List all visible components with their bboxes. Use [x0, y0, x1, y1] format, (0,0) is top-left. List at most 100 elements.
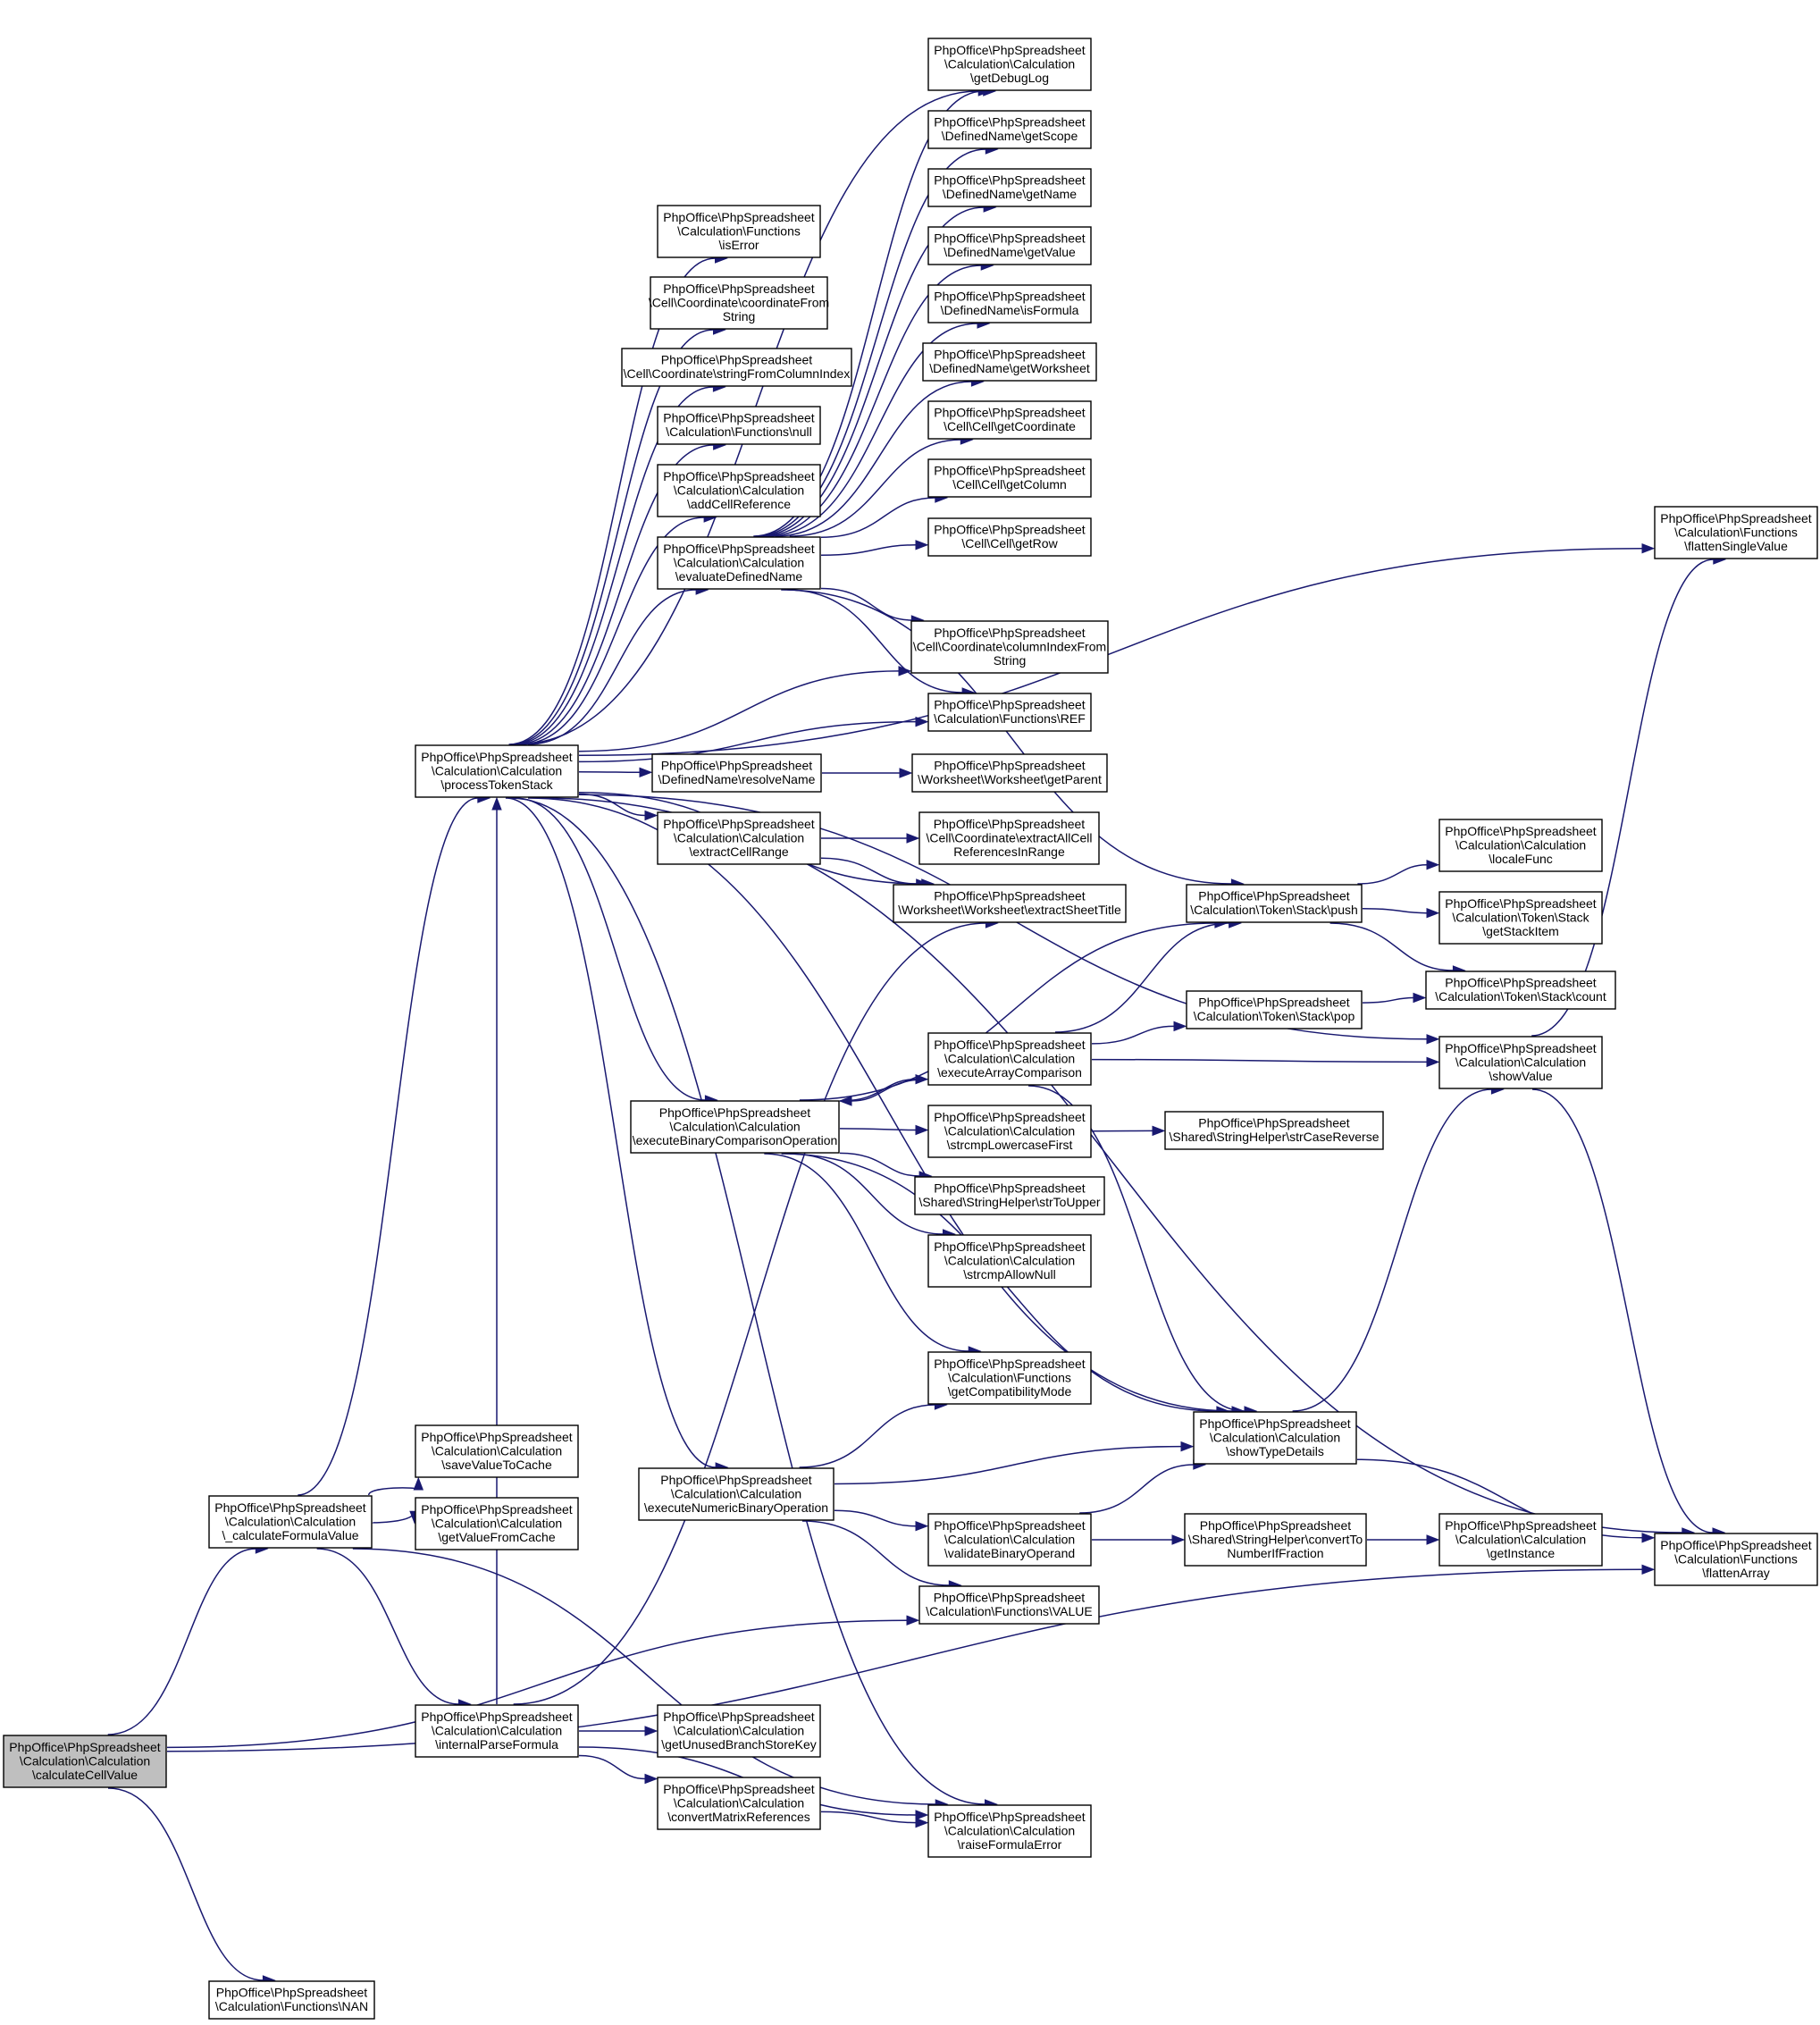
- node-getScope[interactable]: PhpOffice\PhpSpreadsheet\DefinedName\get…: [927, 110, 1092, 149]
- node-label-line: \internalParseFormula: [435, 1737, 558, 1752]
- edge-push-to-localeFunc: [1357, 859, 1440, 885]
- node-null[interactable]: PhpOffice\PhpSpreadsheet\Calculation\Fun…: [657, 406, 821, 445]
- node-getRow[interactable]: PhpOffice\PhpSpreadsheet\Cell\Cell\getRo…: [927, 517, 1092, 557]
- node-strToUpper[interactable]: PhpOffice\PhpSpreadsheet\Shared\StringHe…: [914, 1176, 1105, 1215]
- arrowhead-icon: [413, 1476, 424, 1491]
- node-push[interactable]: PhpOffice\PhpSpreadsheet\Calculation\Tok…: [1186, 884, 1363, 923]
- arrowhead-icon: [639, 767, 653, 778]
- node-getUnusedBranchStoreKey[interactable]: PhpOffice\PhpSpreadsheet\Calculation\Cal…: [657, 1704, 821, 1758]
- arrowhead-icon: [1171, 1534, 1186, 1545]
- node-raiseFormulaError[interactable]: PhpOffice\PhpSpreadsheet\Calculation\Cal…: [927, 1804, 1092, 1858]
- node-label-line: PhpOffice\PhpSpreadsheet: [1198, 996, 1350, 1010]
- node-getDebugLog[interactable]: PhpOffice\PhpSpreadsheet\Calculation\Cal…: [927, 38, 1092, 91]
- node-extractCellRange[interactable]: PhpOffice\PhpSpreadsheet\Calculation\Cal…: [657, 811, 821, 865]
- node-showTypeDetails[interactable]: PhpOffice\PhpSpreadsheet\Calculation\Cal…: [1193, 1411, 1357, 1465]
- node-extractAllCellReferencesInRange[interactable]: PhpOffice\PhpSpreadsheet\Cell\Coordinate…: [918, 811, 1100, 865]
- node-label-line: PhpOffice\PhpSpreadsheet: [1660, 1538, 1812, 1552]
- node-REF[interactable]: PhpOffice\PhpSpreadsheet\Calculation\Fun…: [927, 693, 1092, 732]
- arrowhead-icon: [1426, 1056, 1440, 1068]
- node-label-line: \getInstance: [1487, 1546, 1555, 1560]
- node-label-line: PhpOffice\PhpSpreadsheet: [934, 889, 1086, 903]
- node-executeArrayComparison[interactable]: PhpOffice\PhpSpreadsheet\Calculation\Cal…: [927, 1032, 1092, 1086]
- node-box: [208, 1495, 373, 1549]
- node-getInstance[interactable]: PhpOffice\PhpSpreadsheet\Calculation\Cal…: [1438, 1513, 1603, 1567]
- node-processTokenStack[interactable]: PhpOffice\PhpSpreadsheet\Calculation\Cal…: [415, 744, 579, 798]
- node-VALUE[interactable]: PhpOffice\PhpSpreadsheet\Calculation\Fun…: [918, 1585, 1100, 1625]
- node-box: [927, 458, 1092, 498]
- edge-line: [781, 589, 1232, 885]
- node-calculateCellValue[interactable]: PhpOffice\PhpSpreadsheet\Calculation\Cal…: [3, 1735, 167, 1788]
- node-label-line: \Calculation\Calculation: [944, 1823, 1075, 1837]
- node-label-line: \Calculation\Functions\NAN: [215, 1999, 368, 2013]
- node-label-line: \localeFunc: [1489, 852, 1553, 866]
- edge-executeNumericBinaryOperation-to-validateBinaryOperand: [834, 1509, 929, 1532]
- node-getCoordinate[interactable]: PhpOffice\PhpSpreadsheet\Cell\Cell\getCo…: [927, 400, 1092, 440]
- node-stringFromColumnIndex[interactable]: PhpOffice\PhpSpreadsheet\Cell\Coordinate…: [621, 348, 852, 387]
- node-label-line: \strcmpLowercaseFirst: [947, 1138, 1073, 1152]
- node-getParent[interactable]: PhpOffice\PhpSpreadsheet\Worksheet\Works…: [911, 753, 1108, 793]
- edge-line: [1329, 922, 1454, 971]
- edge-executeNumericBinaryOperation-to-getCompatibilityMode: [799, 1399, 948, 1468]
- node-label-line: \evaluateDefinedName: [675, 569, 803, 584]
- node-label-line: \Calculation\Calculation: [944, 1253, 1075, 1267]
- node-extractSheetTitle[interactable]: PhpOffice\PhpSpreadsheet\Worksheet\Works…: [893, 884, 1127, 923]
- node-count[interactable]: PhpOffice\PhpSpreadsheet\Calculation\Tok…: [1425, 970, 1616, 1010]
- node-pop[interactable]: PhpOffice\PhpSpreadsheet\Calculation\Tok…: [1186, 990, 1363, 1029]
- node-strcmpAllowNull[interactable]: PhpOffice\PhpSpreadsheet\Calculation\Cal…: [927, 1234, 1092, 1288]
- node-getValue[interactable]: PhpOffice\PhpSpreadsheet\DefinedName\get…: [927, 226, 1092, 265]
- node-validateBinaryOperand[interactable]: PhpOffice\PhpSpreadsheet\Calculation\Cal…: [927, 1513, 1092, 1567]
- node-getWorksheet[interactable]: PhpOffice\PhpSpreadsheet\DefinedName\get…: [922, 342, 1097, 382]
- node-flattenSingleValue[interactable]: PhpOffice\PhpSpreadsheet\Calculation\Fun…: [1654, 506, 1818, 559]
- node-_calculateFormulaValue[interactable]: PhpOffice\PhpSpreadsheet\Calculation\Cal…: [208, 1495, 373, 1549]
- node-label-line: PhpOffice\PhpSpreadsheet: [421, 1430, 573, 1444]
- node-strcmpLowercaseFirst[interactable]: PhpOffice\PhpSpreadsheet\Calculation\Cal…: [927, 1105, 1092, 1158]
- node-getStackItem[interactable]: PhpOffice\PhpSpreadsheet\Calculation\Tok…: [1438, 891, 1603, 945]
- function-nodes: PhpOffice\PhpSpreadsheet \Calculation\Cal…: [3, 38, 1818, 2020]
- node-getName[interactable]: PhpOffice\PhpSpreadsheet\DefinedName\get…: [927, 168, 1092, 207]
- node-flattenArray[interactable]: PhpOffice\PhpSpreadsheet\Calculation\Fun…: [1654, 1533, 1818, 1586]
- node-addCellReference[interactable]: PhpOffice\PhpSpreadsheet\Calculation\Cal…: [657, 464, 821, 517]
- node-label-line: \Calculation\Calculation: [944, 1051, 1075, 1065]
- arrowhead-icon: [1413, 992, 1427, 1004]
- node-label-line: \strcmpAllowNull: [963, 1267, 1055, 1281]
- node-isError[interactable]: PhpOffice\PhpSpreadsheet\Calculation\Fun…: [657, 205, 821, 258]
- node-box: [927, 1804, 1092, 1858]
- edge-line: [761, 265, 982, 537]
- node-internalParseFormula[interactable]: PhpOffice\PhpSpreadsheet\Calculation\Cal…: [415, 1704, 579, 1758]
- node-getColumn[interactable]: PhpOffice\PhpSpreadsheet\Cell\Cell\getCo…: [927, 458, 1092, 498]
- node-showValue[interactable]: PhpOffice\PhpSpreadsheet\Calculation\Cal…: [1438, 1036, 1603, 1089]
- node-label-line: \Calculation\Functions: [677, 223, 801, 238]
- node-label-line: String: [723, 309, 756, 323]
- node-columnIndexFromString[interactable]: PhpOffice\PhpSpreadsheet\Cell\Coordinate…: [910, 620, 1109, 674]
- node-saveValueToCache[interactable]: PhpOffice\PhpSpreadsheet\Calculation\Cal…: [415, 1424, 579, 1478]
- node-NAN[interactable]: PhpOffice\PhpSpreadsheet\Calculation\Fun…: [208, 1980, 375, 2020]
- node-label-line: \Calculation\Token\Stack: [1452, 910, 1589, 924]
- node-convertMatrixReferences[interactable]: PhpOffice\PhpSpreadsheet\Calculation\Cal…: [657, 1777, 821, 1830]
- node-getValueFromCache[interactable]: PhpOffice\PhpSpreadsheet\Calculation\Cal…: [415, 1497, 579, 1550]
- node-label-line: PhpOffice\PhpSpreadsheet: [663, 411, 815, 425]
- node-label-line: PhpOffice\PhpSpreadsheet: [1445, 976, 1597, 990]
- node-getCompatibilityMode[interactable]: PhpOffice\PhpSpreadsheet\Calculation\Fun…: [927, 1351, 1092, 1405]
- node-label-line: \processTokenStack: [440, 777, 553, 792]
- node-executeNumericBinaryOperation[interactable]: PhpOffice\PhpSpreadsheet\Calculation\Cal…: [638, 1467, 835, 1521]
- node-isFormula[interactable]: PhpOffice\PhpSpreadsheet\DefinedName\isF…: [927, 284, 1092, 323]
- edge-line: [1531, 1088, 1714, 1533]
- node-box: [927, 226, 1092, 265]
- node-box: [657, 1704, 821, 1758]
- node-label-line: PhpOffice\PhpSpreadsheet: [663, 281, 815, 296]
- node-strCaseReverse[interactable]: PhpOffice\PhpSpreadsheet\Shared\StringHe…: [1164, 1111, 1384, 1150]
- node-localeFunc[interactable]: PhpOffice\PhpSpreadsheet\Calculation\Cal…: [1438, 819, 1603, 872]
- node-box: [927, 1513, 1092, 1567]
- node-coordinateFromString[interactable]: PhpOffice\PhpSpreadsheet\Cell\Coordinate…: [649, 276, 829, 330]
- edge-calculateCellValue-to-NAN: [107, 1787, 276, 1986]
- node-evaluateDefinedName[interactable]: PhpOffice\PhpSpreadsheet\Calculation\Cal…: [657, 536, 821, 590]
- edge-line: [509, 797, 985, 1805]
- node-resolveName[interactable]: PhpOffice\PhpSpreadsheet\DefinedName\res…: [651, 753, 822, 793]
- node-executeBinaryComparisonOperation[interactable]: PhpOffice\PhpSpreadsheet\Calculation\Cal…: [630, 1100, 840, 1154]
- node-label-line: PhpOffice\PhpSpreadsheet: [663, 817, 815, 831]
- arrowhead-icon: [1426, 1534, 1440, 1545]
- node-convertToNumberIfFraction[interactable]: PhpOffice\PhpSpreadsheet\Shared\StringHe…: [1184, 1513, 1367, 1567]
- node-box: [918, 1585, 1100, 1625]
- edge-line: [107, 1787, 264, 1981]
